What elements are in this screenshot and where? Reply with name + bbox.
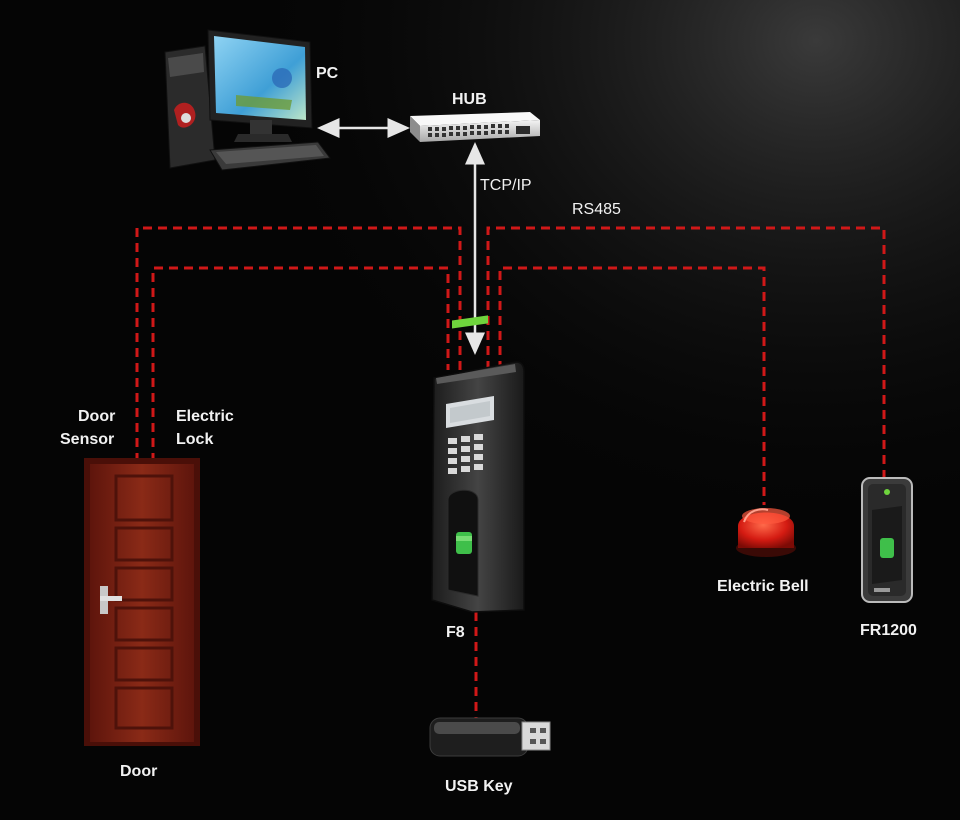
door-sensor-label-line1: Door (78, 408, 115, 425)
fr1200-reader-icon (861, 477, 913, 603)
electric-lock-wire (151, 266, 450, 462)
usb-key-label: USB Key (445, 778, 513, 795)
f8-label: F8 (446, 624, 465, 641)
f8-terminal-icon (431, 315, 525, 613)
electric-lock-label-line1: Electric (176, 408, 234, 425)
electric-bell-icon (736, 508, 796, 557)
rs485-label: RS485 (572, 201, 621, 218)
fr1200-label: FR1200 (860, 622, 917, 639)
door-icon (84, 458, 200, 746)
electric-bell-wire (498, 266, 766, 505)
hub-label: HUB (452, 91, 487, 108)
door-sensor-wire (135, 226, 462, 462)
pc-label: PC (316, 65, 339, 82)
pc-icon (164, 29, 331, 171)
door-label: Door (120, 763, 157, 780)
hub-icon (410, 112, 540, 142)
arrows (317, 118, 485, 355)
door-sensor-label-line2: Sensor (60, 431, 114, 448)
electric-bell-label: Electric Bell (717, 578, 809, 595)
dashed-wires (135, 226, 886, 718)
electric-lock-label-line2: Lock (176, 431, 213, 448)
tcpip-label: TCP/IP (480, 177, 532, 194)
usb-key-icon (429, 717, 551, 757)
rs485-wire (486, 226, 886, 480)
